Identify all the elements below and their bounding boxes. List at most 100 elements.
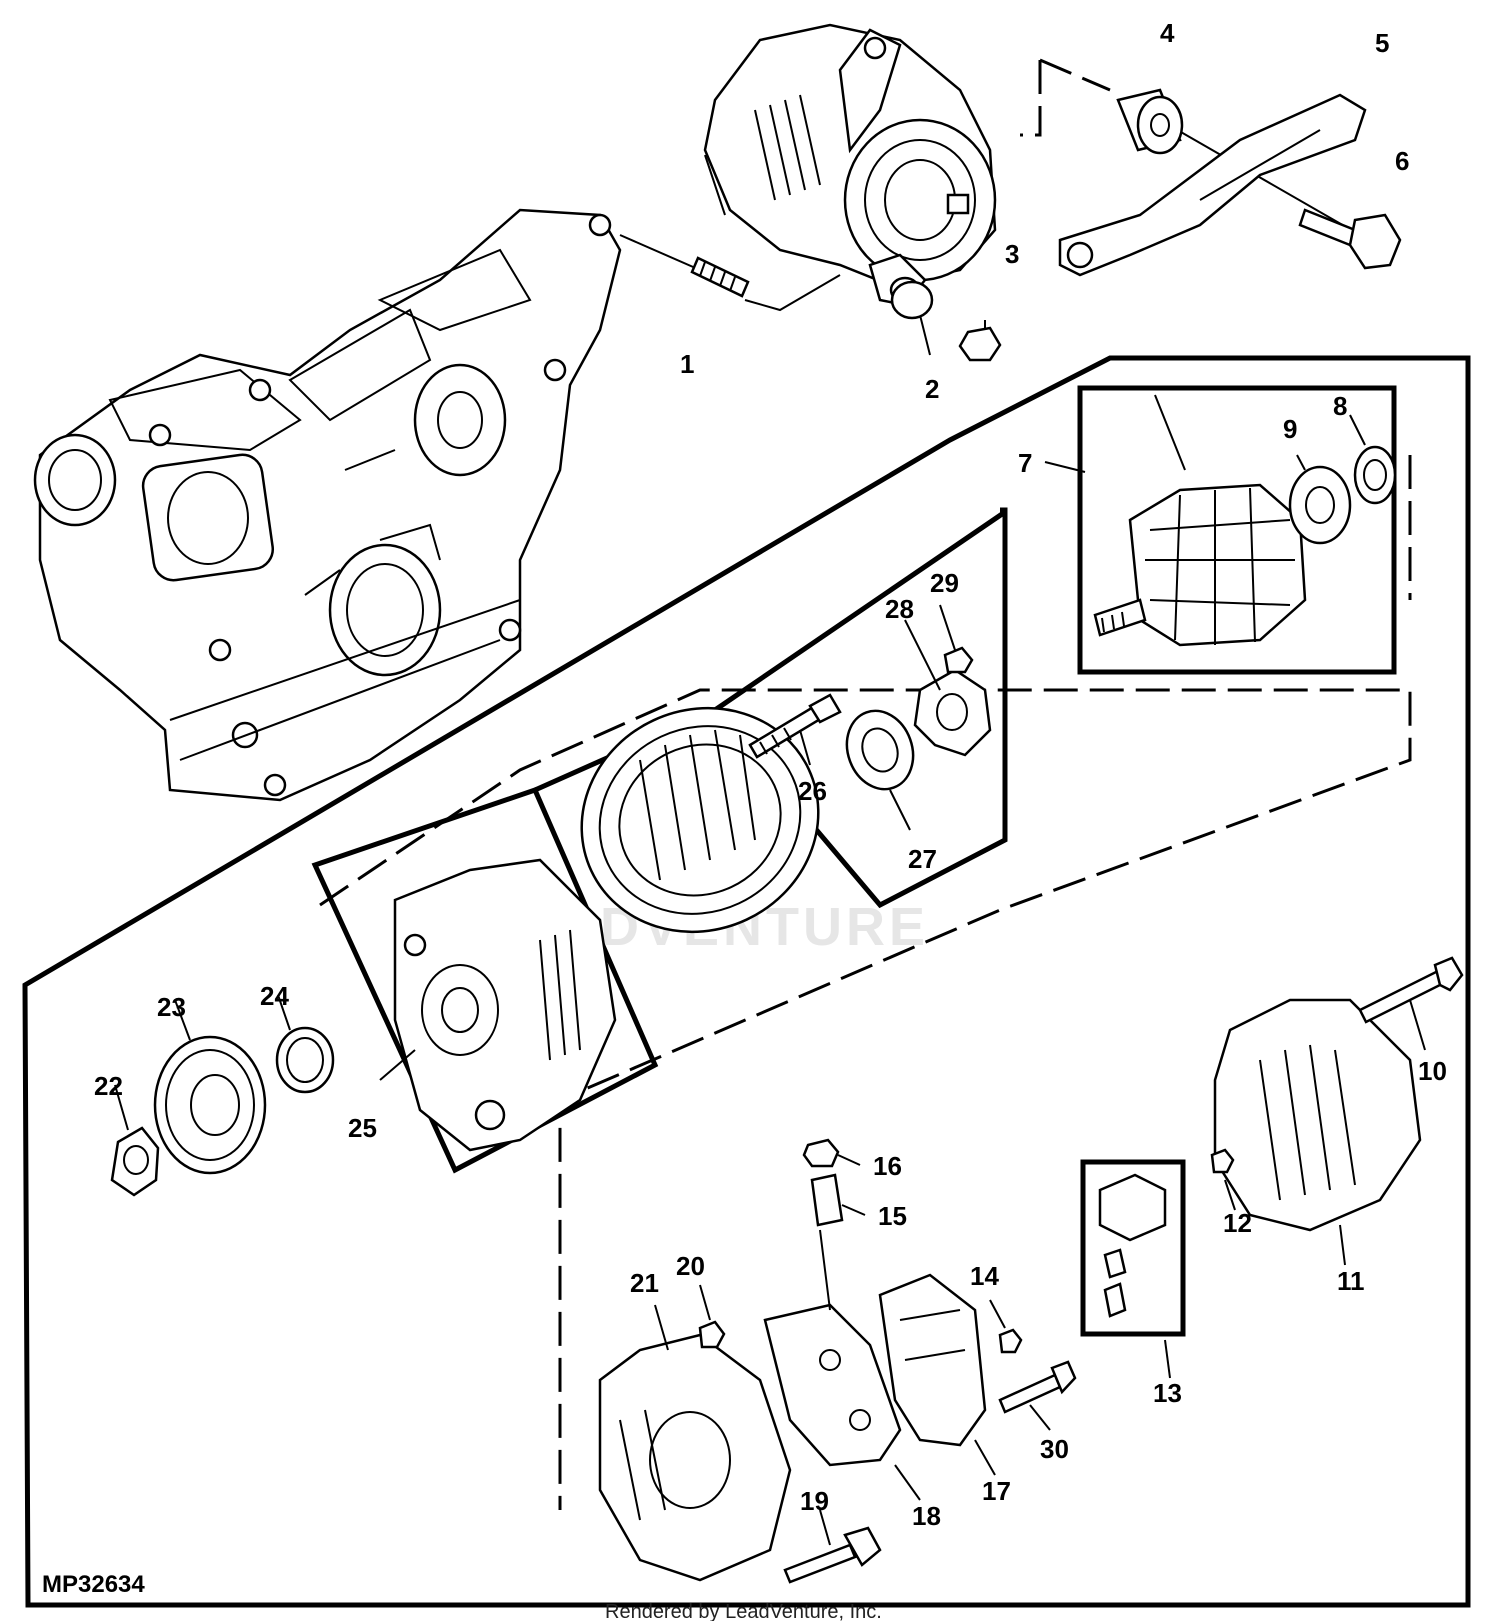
insulator: [810, 1173, 844, 1227]
spacer: [890, 280, 934, 320]
callout-2: 2: [925, 374, 939, 404]
callout-4: 4: [1160, 18, 1175, 48]
leader-line: [1159, 119, 1361, 236]
leader-line: [1164, 1339, 1171, 1379]
callout-12: 12: [1223, 1208, 1252, 1238]
nut: [698, 1320, 726, 1349]
render-credit: Rendered by LeadVenture, Inc.: [605, 1601, 882, 1621]
rectifier: [763, 1229, 902, 1467]
callout-29: 29: [930, 568, 959, 598]
callout-16: 16: [873, 1151, 902, 1181]
nut: [998, 1328, 1023, 1354]
leader-line: [939, 604, 956, 651]
leader-line: [819, 1509, 831, 1546]
callout-20: 20: [676, 1251, 705, 1281]
nut: [958, 326, 1002, 362]
callout-28: 28: [885, 594, 914, 624]
bearing: [1288, 465, 1352, 545]
leader-line: [1044, 461, 1086, 473]
callout-27: 27: [908, 844, 937, 874]
leader-line: [379, 1049, 416, 1081]
adjusting-bracket: [1058, 93, 1367, 277]
nut: [1210, 1148, 1235, 1174]
screw: [943, 646, 974, 674]
stator-kit-box-upper: [713, 509, 1007, 713]
callout-30: 30: [1040, 1434, 1069, 1464]
dashed-leader: [1039, 58, 1111, 92]
figure-id: MP32634: [42, 1571, 145, 1598]
leader-line: [1154, 394, 1186, 471]
collar: [275, 1026, 335, 1094]
callout-17: 17: [982, 1476, 1011, 1506]
callout-23: 23: [157, 992, 186, 1022]
gear-housing: [33, 208, 622, 802]
leader-line: [841, 1204, 866, 1216]
screw: [783, 1526, 882, 1584]
callout-19: 19: [800, 1486, 829, 1516]
leader-line: [974, 1439, 996, 1476]
stud: [690, 256, 750, 298]
dashed-group-boundary: [319, 688, 1412, 1510]
cap-screw: [1298, 208, 1402, 270]
spacer: [1116, 88, 1184, 155]
stator: [580, 706, 820, 934]
leader-line: [1029, 1404, 1051, 1431]
callout-11: 11: [1337, 1266, 1365, 1296]
leader-line: [889, 789, 911, 831]
leader-line: [1296, 454, 1306, 471]
bearing: [845, 709, 915, 791]
callout-21: 21: [630, 1268, 659, 1298]
leader-line: [1409, 999, 1426, 1051]
brush-holder-kit: [1098, 1173, 1167, 1318]
leader-line: [919, 314, 931, 356]
leader-line: [174, 999, 191, 1041]
main-assembly-boundary: [22, 355, 1471, 1608]
dashed-leader: [1020, 60, 1042, 137]
callout-24: 24: [260, 981, 289, 1011]
bearing-cover: [1353, 445, 1397, 505]
alternator-assembly: [703, 23, 997, 307]
rotor-kit-box: [1077, 385, 1397, 675]
callout-5: 5: [1375, 28, 1389, 58]
leader-line: [1339, 1224, 1346, 1266]
pulley-nut: [110, 1126, 160, 1197]
leader-line: [989, 1299, 1006, 1329]
leader-line: [699, 1284, 711, 1321]
callout-14: 14: [970, 1261, 999, 1291]
callout-18: 18: [912, 1501, 941, 1531]
leader-line: [619, 234, 701, 271]
callout-15: 15: [878, 1201, 907, 1231]
leader-line: [1224, 1179, 1236, 1211]
rear-cover: [1213, 998, 1422, 1232]
regulator: [878, 1273, 987, 1447]
callout-labels: 1 2 3 4 5 6 7 8 9 10 11 12 13 14 15 16 1…: [94, 18, 1447, 1531]
leader-line: [1349, 414, 1366, 446]
callout-26: 26: [798, 776, 827, 806]
leader-line: [744, 274, 841, 312]
leader-line: [654, 1304, 669, 1351]
callout-6: 6: [1395, 146, 1409, 176]
leader-line: [904, 619, 941, 691]
nut: [802, 1138, 840, 1168]
retainer-plate: [913, 668, 992, 757]
rear-frame: [598, 1333, 792, 1582]
leader-line: [837, 1154, 861, 1166]
callout-1: 1: [680, 349, 694, 379]
callout-9: 9: [1283, 414, 1297, 444]
leader-line: [277, 994, 291, 1031]
callout-8: 8: [1333, 391, 1347, 421]
stud: [748, 693, 842, 759]
callout-7: 7: [1018, 448, 1032, 478]
front-frame: [393, 858, 617, 1152]
leader-line: [894, 1464, 921, 1501]
screw: [998, 1360, 1077, 1414]
callout-25: 25: [348, 1113, 377, 1143]
through-bolt: [1358, 956, 1464, 1024]
leader-line: [799, 729, 811, 766]
callout-3: 3: [1005, 239, 1019, 269]
brush-holder-box: [1080, 1159, 1186, 1337]
rotor: [1093, 483, 1307, 647]
pulley: [153, 1035, 267, 1175]
callout-13: 13: [1153, 1378, 1182, 1408]
